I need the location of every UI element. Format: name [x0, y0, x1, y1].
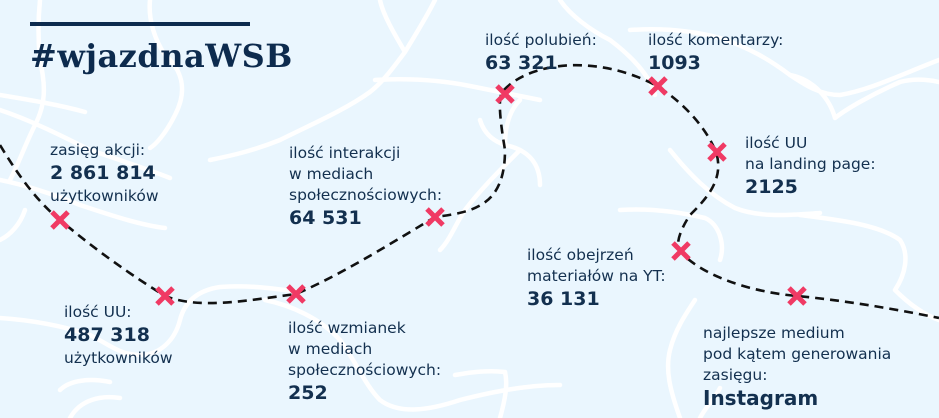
stat-suffix: użytkowników: [50, 187, 159, 205]
stat-likes: ilość polubień: 63 321: [485, 30, 597, 76]
stat-label: społecznościowych:: [289, 186, 443, 204]
stat-label: ilość UU: [745, 134, 808, 152]
stat-reach: zasięg akcji: 2 861 814 użytkowników: [50, 140, 159, 207]
stat-suffix: użytkowników: [64, 349, 173, 367]
stat-label: ilość wzmianek: [288, 319, 406, 337]
stat-label: ilość komentarzy:: [648, 31, 784, 49]
stat-label: pod kątem generowania: [703, 345, 892, 363]
stat-label: zasięg akcji:: [50, 141, 146, 159]
x-mark-icon: [286, 284, 306, 304]
stat-interactions: ilość interakcji w mediach społecznościo…: [289, 143, 442, 231]
stat-value: 63 321: [485, 52, 558, 74]
stat-label: ilość interakcji: [289, 144, 401, 162]
stat-label: zasięgu:: [703, 366, 768, 384]
stat-yt-views: ilość obejrzeń materiałów na YT: 36 131: [527, 245, 666, 312]
stat-value: 2 861 814: [50, 162, 156, 184]
page-title: #wjazdnaWSB: [30, 37, 293, 75]
x-mark-icon: [155, 286, 175, 306]
stat-value: 36 131: [527, 288, 600, 310]
x-mark-icon: [648, 76, 668, 96]
stat-value: 252: [288, 382, 328, 404]
stat-comments: ilość komentarzy: 1093: [648, 30, 783, 76]
x-mark-icon: [707, 142, 727, 162]
stat-value: Instagram: [703, 386, 819, 410]
x-mark-icon: [425, 207, 445, 227]
stat-mentions: ilość wzmianek w mediach społecznościowy…: [288, 318, 441, 406]
stat-value: 487 318: [64, 324, 150, 346]
stat-label: w mediach: [289, 165, 374, 183]
stat-label: społecznościowych:: [288, 361, 442, 379]
stat-value: 64 531: [289, 207, 362, 229]
stat-landing-uu: ilość UU na landing page: 2125: [745, 133, 876, 200]
stat-value: 2125: [745, 176, 798, 198]
x-mark-icon: [787, 286, 807, 306]
stat-label: w mediach: [288, 340, 373, 358]
stat-best-medium: najlepsze medium pod kątem generowania z…: [703, 323, 891, 411]
x-mark-icon: [671, 241, 691, 261]
stat-label: ilość obejrzeń: [527, 246, 634, 264]
stat-label: materiałów na YT:: [527, 267, 666, 285]
stat-label: ilość polubień:: [485, 31, 597, 49]
stat-label: ilość UU:: [64, 303, 132, 321]
x-mark-icon: [50, 210, 70, 230]
stat-label: na landing page:: [745, 155, 876, 173]
x-mark-icon: [495, 84, 515, 104]
stat-unique-users: ilość UU: 487 318 użytkowników: [64, 302, 173, 369]
stat-value: 1093: [648, 52, 701, 74]
stat-label: najlepsze medium: [703, 324, 845, 342]
title-underline: [30, 22, 250, 26]
